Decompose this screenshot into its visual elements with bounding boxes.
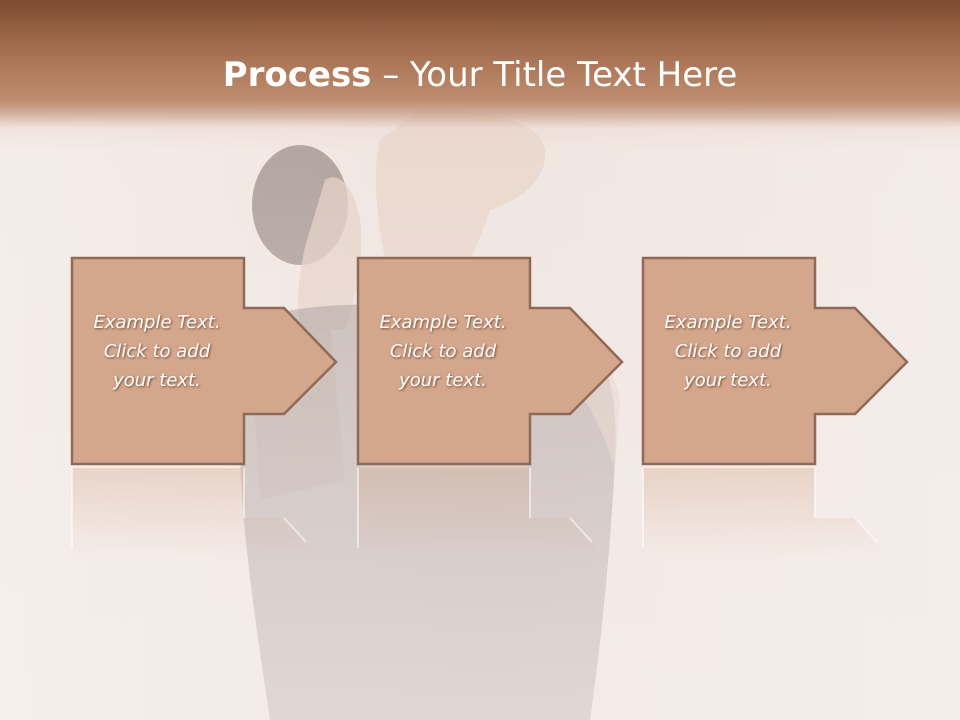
title-rest: – Your Title Text Here [371,55,738,95]
arrow-box-shape [641,256,909,466]
step-text: Example Text. Click to add your text. [76,308,238,395]
arrow-box-shape [356,256,624,466]
header-band [0,0,960,150]
step-reflection [357,468,596,558]
step-text: Example Text. Click to add your text. [362,308,524,395]
slide-title[interactable]: Process – Your Title Text Here [0,50,960,100]
step-text: Example Text. Click to add your text. [647,308,809,395]
step-reflection [71,468,310,558]
step-text-line: your text. [684,370,772,391]
process-step-1[interactable]: Example Text. Click to add your text. [70,256,342,468]
process-step-2[interactable]: Example Text. Click to add your text. [356,256,628,468]
step-text-line: your text. [113,370,201,391]
step-text-line: Click to add [389,341,497,362]
step-text-line: Click to add [103,341,211,362]
step-text-line: Example Text. [379,312,507,333]
title-bold: Process [222,55,372,95]
step-reflection [642,468,881,558]
step-text-line: Example Text. [93,312,221,333]
process-step-3[interactable]: Example Text. Click to add your text. [641,256,913,468]
step-text-line: Click to add [674,341,782,362]
arrow-box-shape [70,256,338,466]
step-text-line: your text. [399,370,487,391]
step-text-line: Example Text. [664,312,792,333]
